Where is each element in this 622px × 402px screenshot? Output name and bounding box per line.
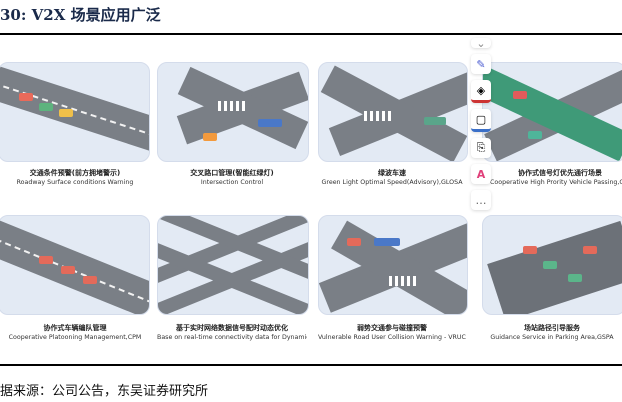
pen-icon[interactable]: ✎	[471, 54, 491, 74]
caption-en: Guidance Service in Parking Area,GSPA	[490, 334, 614, 341]
scene-image-intersection	[157, 62, 309, 162]
caption-zh: 交通条件预警(前方拥堵警示)	[29, 169, 121, 177]
caption-en: Green Light Optimal Speed(Advisory),GLOS…	[321, 179, 463, 186]
bottom-divider	[0, 364, 622, 366]
scene-image-vrucw	[318, 215, 468, 315]
caption-zh: 交叉路口管理(智能红绿灯)	[190, 169, 274, 177]
caption-en: Intersection Control	[200, 179, 264, 186]
caption-zh: 协作式车辆编队管理	[43, 324, 107, 332]
caption-en: Base on real-time connectivity data for …	[157, 334, 307, 341]
caption-en: Cooperative Platooning Management,CPM	[8, 334, 142, 341]
border-color-icon[interactable]: ▢	[471, 109, 491, 132]
caption-scene-3: 绿波车速 Green Light Optimal Speed(Advisory)…	[318, 168, 466, 188]
caption-zh: 场站路径引导服务	[524, 324, 580, 332]
format-painter-icon[interactable]: ⎘	[471, 138, 491, 158]
scene-image-platooning	[0, 215, 150, 315]
scene-image-dynamic-signal	[157, 215, 309, 315]
caption-scene-1: 交通条件预警(前方拥堵警示) Roadway Surface condition…	[0, 168, 150, 188]
floating-toolbar: ⌄ ✎ ◈ ▢ ⎘ A …	[471, 37, 493, 216]
scene-image-glosa	[318, 62, 468, 162]
caption-en: Vulnerable Road User Collision Warning -…	[318, 334, 466, 341]
source-note: 据来源：公司公告，东吴证券研究所	[0, 384, 209, 399]
scene-image-roadway-warning	[0, 62, 150, 162]
caption-scene-2: 交叉路口管理(智能红绿灯) Intersection Control	[157, 168, 307, 188]
caption-zh: 基于实时网络数据信号配时动态优化	[176, 324, 288, 332]
caption-scene-7: 弱势交通参与碰撞预警 Vulnerable Road User Collisio…	[318, 323, 466, 343]
caption-en: Roadway Surface conditions Warning	[16, 179, 134, 186]
caption-en: Cooperative High Prority Vehicle Passing…	[490, 179, 622, 186]
caption-zh: 协作式信号灯优先通行场景	[518, 169, 602, 177]
caption-scene-5: 协作式车辆编队管理 Cooperative Platooning Managem…	[0, 323, 150, 343]
scene-image-chpv	[482, 62, 622, 162]
figure-title: 30: V2X 场景应用广泛	[0, 6, 161, 24]
fill-color-icon[interactable]: ◈	[471, 80, 491, 103]
caption-zh: 绿波车速	[378, 169, 406, 177]
scene-image-parking	[482, 215, 622, 315]
top-divider	[0, 33, 622, 35]
more-icon[interactable]: …	[471, 190, 491, 210]
caption-scene-4: 协作式信号灯优先通行场景 Cooperative High Prority Ve…	[490, 168, 622, 188]
caption-scene-6: 基于实时网络数据信号配时动态优化 Base on real-time conne…	[157, 323, 307, 343]
caption-scene-8: 场站路径引导服务 Guidance Service in Parking Are…	[482, 323, 622, 343]
caption-zh: 弱势交通参与碰撞预警	[357, 324, 427, 332]
collapse-icon[interactable]: ⌄	[471, 37, 491, 50]
ai-assistant-icon[interactable]: A	[471, 164, 491, 184]
